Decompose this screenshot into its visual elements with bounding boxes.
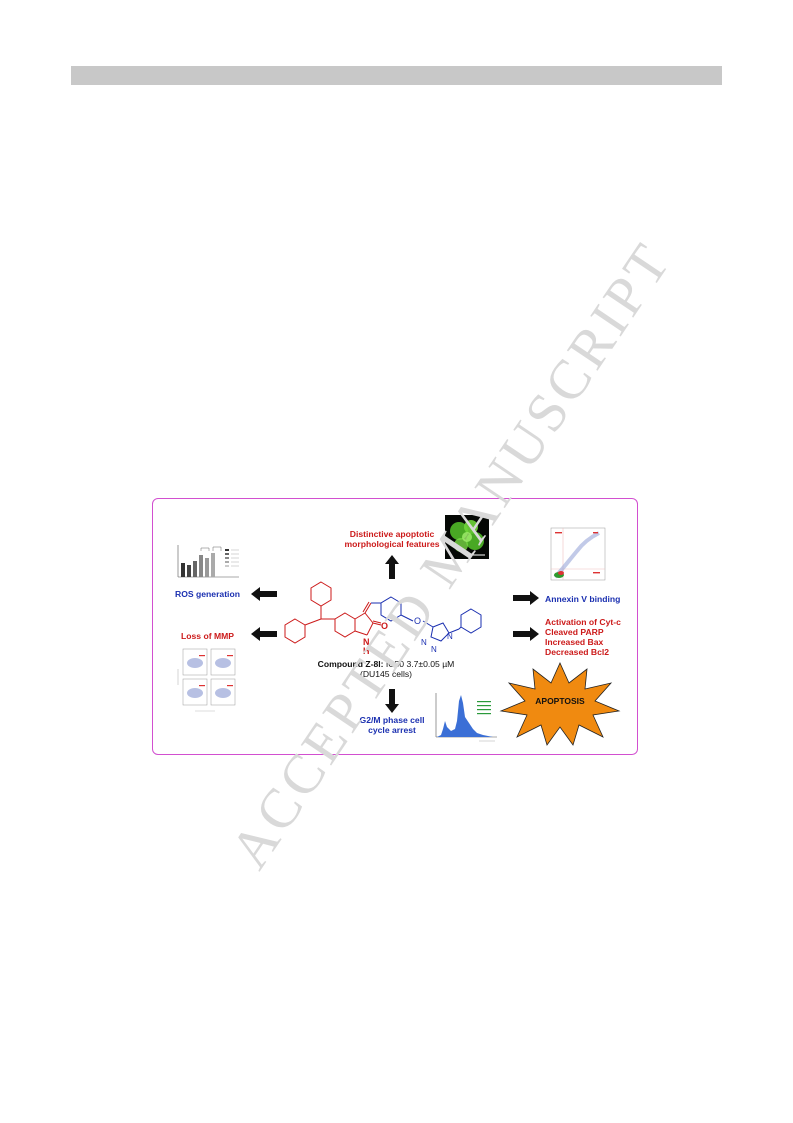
annexin-scatter-thumbnail — [550, 527, 606, 581]
ros-generation-label: ROS generation — [175, 589, 240, 599]
annexin-label: Annexin V binding — [545, 594, 621, 604]
mmp-flow-cytometry-thumbnail — [177, 648, 236, 712]
oxo-label: O — [381, 621, 388, 631]
morphology-label: Distinctive apoptotic morphological feat… — [344, 529, 440, 549]
arrow-left-mmp — [251, 627, 277, 641]
fluorescence-micrograph — [445, 515, 489, 559]
activation-markers: Activation of Cyt-c Cleaved PARP Increas… — [545, 617, 621, 657]
arrow-up-morphology — [385, 555, 399, 579]
nh-n-label: N — [363, 637, 370, 647]
compound-cells: (DU145 cells) — [359, 669, 413, 679]
cell-cycle-label: G2/M phase cell cycle arrest — [359, 715, 425, 735]
graphical-abstract: ROS generation Loss of MMP Distinctive a… — [152, 498, 638, 755]
starburst-shape — [499, 662, 621, 746]
compound-ic50: IC50 3.7±0.05 µM — [385, 659, 455, 669]
arrow-left-ros — [251, 587, 277, 601]
triazole-n3-label: N — [447, 632, 453, 641]
triazole-n2-label: N — [431, 645, 437, 654]
header-bar — [71, 66, 722, 85]
arrow-down-cell-cycle — [385, 689, 399, 713]
triazole-n1-label: N — [421, 638, 427, 647]
cell-cycle-histogram-thumbnail — [435, 693, 497, 742]
compound-caption: Compound Z-8l: IC50 3.7±0.05 µM (DU145 c… — [301, 659, 471, 679]
ether-o-label: O — [414, 616, 421, 626]
compound-name: Compound Z-8l: — [317, 659, 384, 669]
apoptosis-label: APOPTOSIS — [535, 696, 585, 706]
arrow-right-annexin — [513, 591, 539, 605]
compound-z8l-structure: O N H O N N N — [284, 581, 482, 656]
apoptosis-starburst: APOPTOSIS — [499, 661, 621, 747]
ros-bar-chart-thumbnail — [177, 545, 239, 578]
arrow-right-activation — [513, 627, 539, 641]
nh-h-label: H — [363, 646, 370, 656]
loss-of-mmp-label: Loss of MMP — [181, 631, 234, 641]
